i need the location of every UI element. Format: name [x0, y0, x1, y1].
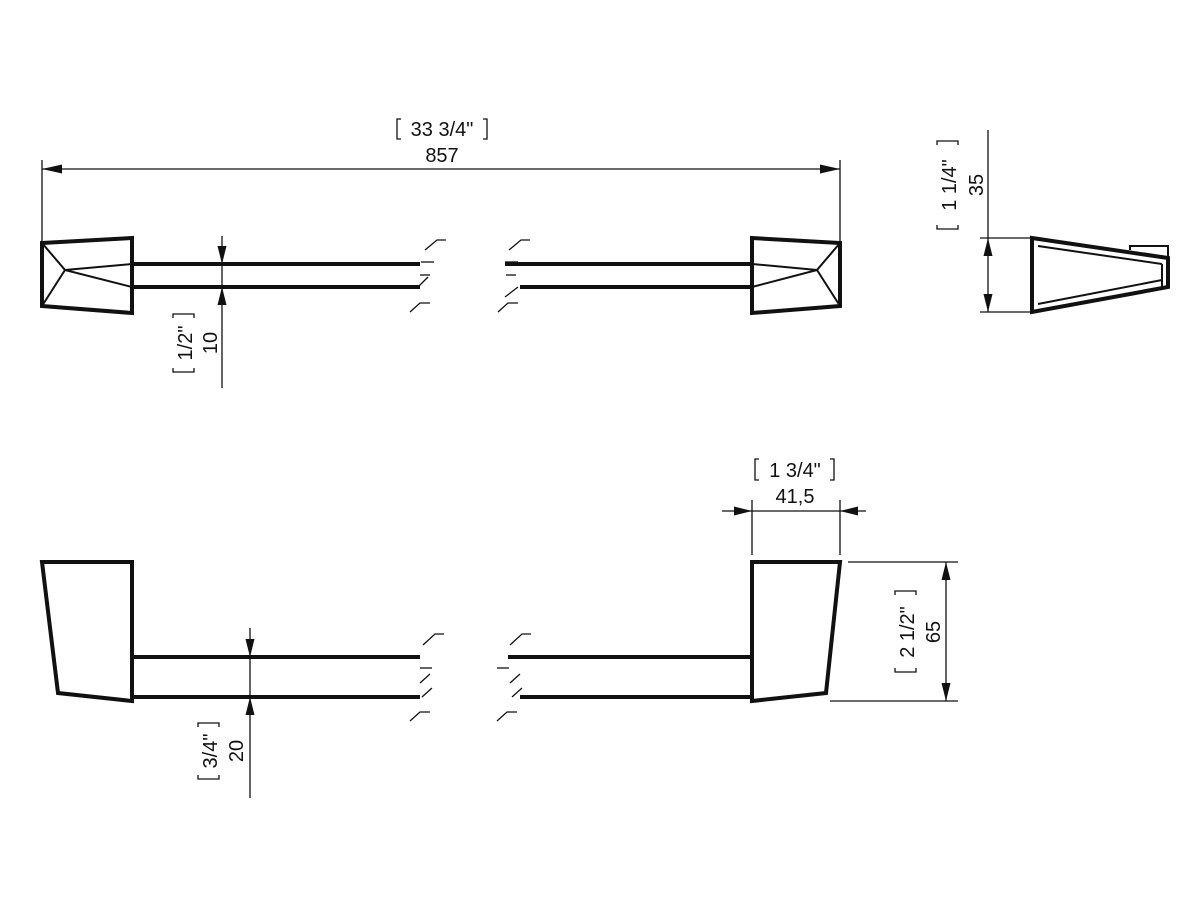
- bracket-depth-dimension: 1 1/4" 35: [936, 130, 1032, 313]
- bracket-depth-metric: 35: [966, 174, 988, 196]
- bracket-width-imperial: 1 3/4": [769, 460, 821, 482]
- top-rod-right: [505, 262, 752, 289]
- top-break-right: [497, 239, 530, 313]
- top-break-left: [409, 239, 446, 313]
- bar-height-imperial: 3/4": [200, 734, 222, 769]
- front-break-left: [409, 633, 444, 722]
- rod-thickness-imperial: 1/2": [175, 326, 197, 361]
- bracket-height-metric: 65: [923, 621, 945, 643]
- overall-length-metric: 857: [425, 145, 458, 167]
- overall-length-dimension: 33 3/4" 857: [41, 118, 841, 243]
- top-rod-left: [132, 262, 420, 289]
- bracket-height-imperial: 2 1/2": [897, 606, 919, 658]
- front-left-bracket: [39, 560, 134, 704]
- bracket-height-dimension: 2 1/2" 65: [830, 561, 958, 702]
- front-bar-right: [508, 655, 752, 699]
- bar-height-metric: 20: [226, 740, 248, 762]
- front-break-right: [496, 633, 531, 722]
- side-view: 1 1/4" 35: [936, 130, 1170, 315]
- rod-thickness-metric: 10: [200, 332, 222, 354]
- front-view: 1 3/4" 41,5 2 1/2" 65 3/4" 20: [39, 458, 958, 798]
- rod-thickness-dimension: 1/2" 10: [172, 236, 227, 388]
- overall-length-imperial: 33 3/4": [411, 119, 474, 141]
- side-bracket: [1030, 235, 1170, 315]
- top-left-bracket: [40, 235, 134, 316]
- bracket-width-metric: 41,5: [776, 486, 815, 508]
- bracket-width-dimension: 1 3/4" 41,5: [722, 458, 866, 555]
- front-right-bracket: [750, 560, 843, 704]
- front-bar-left: [132, 655, 420, 699]
- bracket-depth-imperial: 1 1/4": [939, 159, 961, 211]
- top-view: 33 3/4" 857 1/2" 10: [40, 118, 842, 388]
- top-right-bracket: [750, 235, 842, 316]
- bar-height-dimension: 3/4" 20: [197, 628, 255, 798]
